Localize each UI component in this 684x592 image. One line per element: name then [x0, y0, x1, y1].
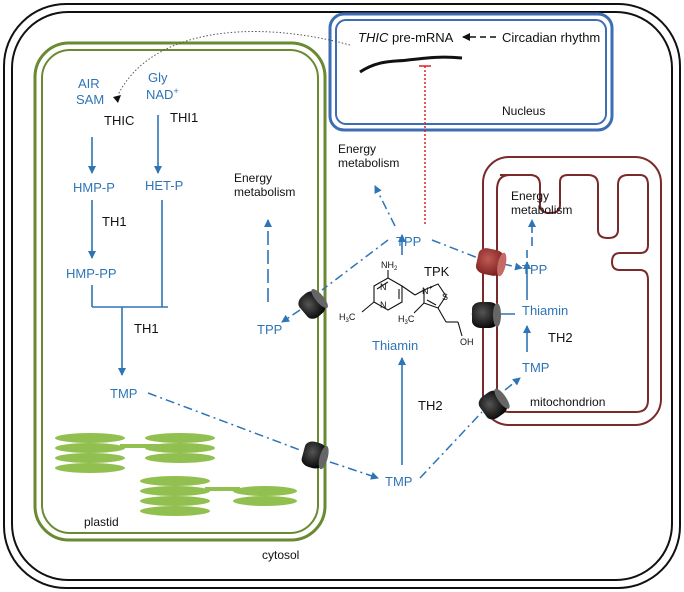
- mito-transporter-tmp: [478, 388, 510, 420]
- pre-mrna-strand: [359, 55, 463, 74]
- plastid-label: plastid: [84, 515, 119, 529]
- mito-energy-metabolism-1: Energy: [511, 189, 549, 203]
- mitochondrion: [482, 156, 662, 426]
- hmp-pp-label: HMP-PP: [66, 266, 117, 281]
- svg-text:N+: N+: [422, 285, 433, 296]
- mito-energy-metabolism-2: metabolism: [511, 203, 572, 217]
- cell-membrane: [3, 3, 681, 589]
- thic-premrna-label: THIC pre-mRNA: [358, 30, 454, 45]
- circadian-rhythm-label: Circadian rhythm: [502, 30, 600, 45]
- mito-tpp-label: TPP: [522, 262, 547, 277]
- gly-label: Gly: [148, 70, 168, 85]
- cytosol-th2-label: TH2: [418, 398, 443, 413]
- mito-th2-label: TH2: [548, 330, 573, 345]
- svg-text:H3C: H3C: [339, 312, 356, 324]
- cytosol-tmp-label: TMP: [385, 474, 412, 489]
- svg-text:N: N: [380, 300, 387, 310]
- th1-enzyme-label-a: TH1: [102, 214, 127, 229]
- het-p-label: HET-P: [145, 178, 183, 193]
- transport-arrows: [147, 185, 523, 480]
- energy-metabolism-top-1: Energy: [338, 142, 376, 156]
- svg-text:H3C: H3C: [398, 314, 415, 326]
- energy-metabolism-left-2: metabolism: [234, 185, 295, 199]
- thi1-enzyme-label: THI1: [170, 110, 198, 125]
- svg-text:NH2: NH2: [381, 260, 398, 272]
- transporters: [298, 248, 510, 470]
- thylakoid-stacks: [55, 433, 297, 516]
- mito-tmp-label: TMP: [522, 360, 549, 375]
- thiamin-structure-labels: NH2 N N H3C N+ S H3C OH: [339, 260, 474, 347]
- thiamin-structure: [361, 270, 463, 337]
- svg-text:OH: OH: [460, 337, 474, 347]
- svg-text:N: N: [380, 282, 387, 292]
- plastid-pathway-arrows: [88, 115, 168, 376]
- air-label: AIR: [78, 76, 100, 91]
- tpk-enzyme-label: TPK: [424, 264, 450, 279]
- energy-metabolism-left-1: Energy: [234, 171, 272, 185]
- cytosol-tpp-label: TPP: [396, 234, 421, 249]
- th1-enzyme-label-b: TH1: [134, 321, 159, 336]
- energy-metabolism-top-2: metabolism: [338, 156, 399, 170]
- cytosol-tpp-left-label: TPP: [257, 322, 282, 337]
- cytosol-label: cytosol: [262, 548, 299, 562]
- cytosol-thiamin-label: Thiamin: [372, 338, 418, 353]
- plastid-tmp-label: TMP: [110, 386, 137, 401]
- tpp-riboswitch-inhibition: [419, 65, 431, 224]
- mito-transporter-thiamin: [472, 302, 501, 328]
- hmp-p-label: HMP-P: [73, 180, 115, 195]
- plastid-transporter-tmp: [301, 441, 329, 470]
- mito-thiamin-label: Thiamin: [522, 303, 568, 318]
- nucleus: [328, 12, 614, 132]
- mitochondrion-label: mitochondrion: [530, 395, 605, 409]
- sam-label: SAM: [76, 92, 104, 107]
- nad-label: NAD+: [146, 86, 179, 102]
- thic-enzyme-label: THIC: [104, 113, 134, 128]
- thic-link-arrowhead: [113, 95, 121, 103]
- svg-text:S: S: [442, 292, 448, 302]
- mito-transporter-tpp: [475, 248, 507, 277]
- plastid-transporter-tpp: [298, 289, 328, 319]
- thic-expression-link: [117, 31, 351, 96]
- nucleus-label: Nucleus: [502, 104, 545, 118]
